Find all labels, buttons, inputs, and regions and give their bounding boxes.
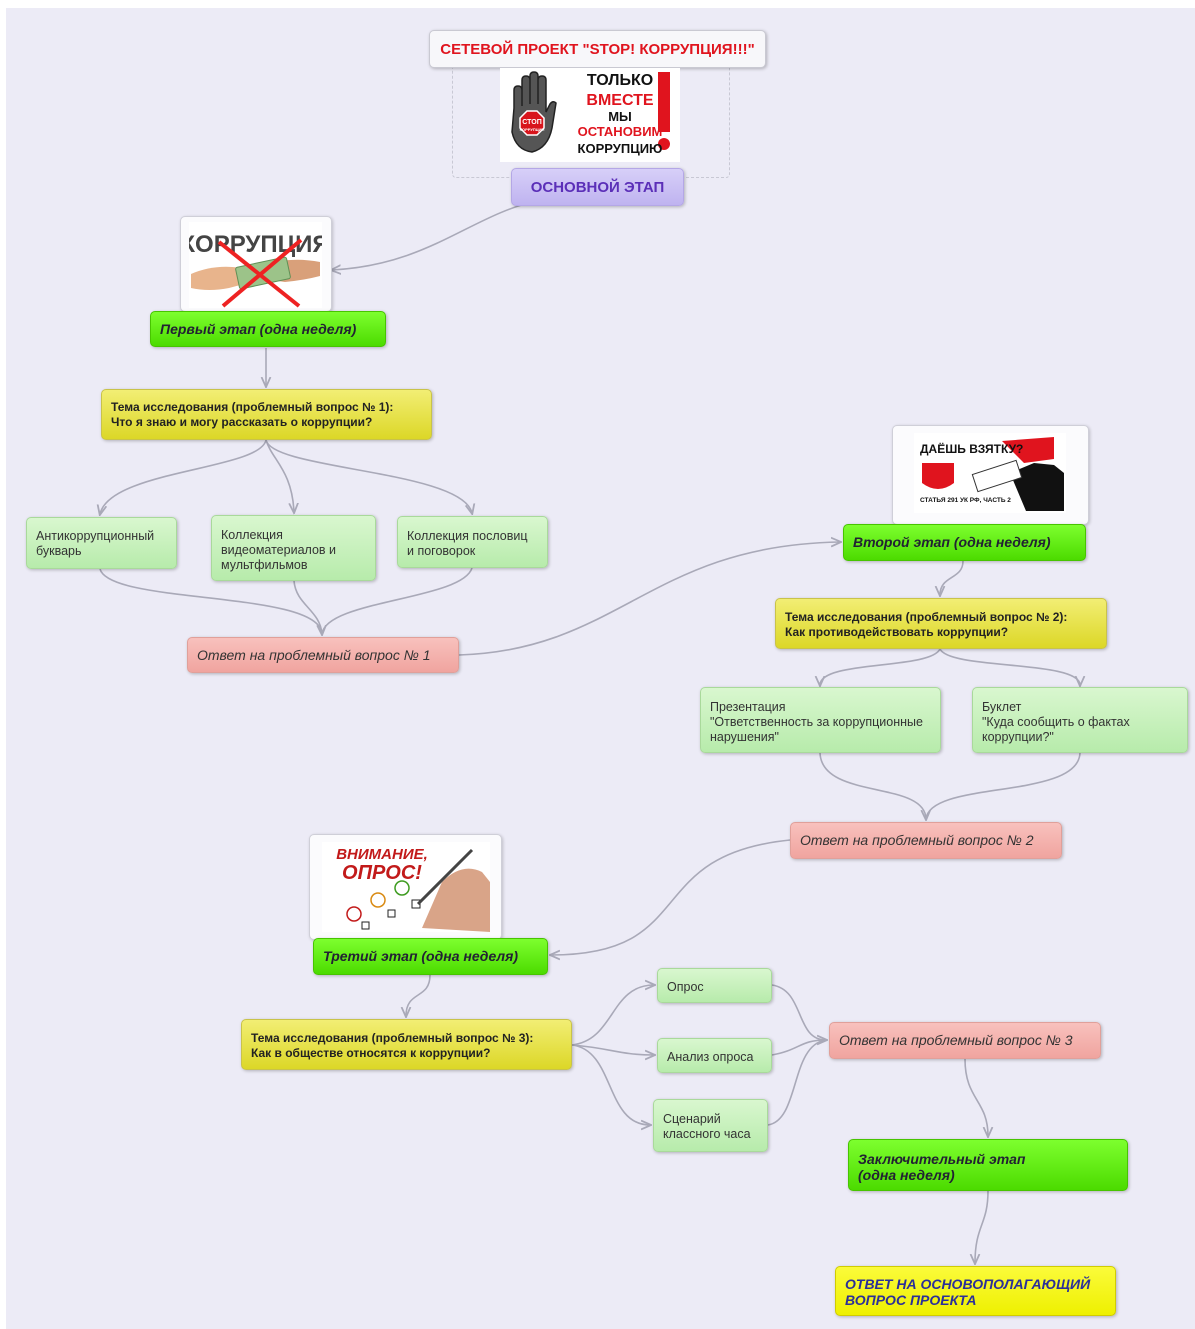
survey-line1: ВНИМАНИЕ, [336, 846, 428, 863]
stage3-node[interactable]: Третий этап (одна неделя) [313, 938, 548, 975]
final-stage-node[interactable]: Заключительный этап (одна неделя) [848, 1139, 1128, 1191]
stage3-question[interactable]: Тема исследования (проблемный вопрос № 3… [241, 1019, 572, 1070]
hand-stop-icon [511, 71, 557, 153]
stage3-item-class-hour[interactable]: Сценарий классного часа [653, 1099, 768, 1152]
stage1-item-proverbs[interactable]: Коллекция пословиц и поговорок [397, 516, 548, 568]
stage2-item-booklet[interactable]: Буклет "Куда сообщить о фактах коррупции… [972, 687, 1188, 753]
stage1-answer[interactable]: Ответ на проблемный вопрос № 1 [187, 637, 459, 673]
stage3-answer[interactable]: Ответ на проблемный вопрос № 3 [829, 1022, 1101, 1059]
slogan-lines: ТОЛЬКО ВМЕСТЕ МЫ ОСТАНОВИМ КОРРУПЦИЮ [578, 72, 663, 156]
stage1-question[interactable]: Тема исследования (проблемный вопрос № 1… [101, 389, 432, 440]
project-title[interactable]: СЕТЕВОЙ ПРОЕКТ "STOP! КОРРУПЦИЯ!!!" [429, 30, 766, 68]
stop-sign-text-1: СТОП [522, 119, 541, 126]
stop-corruption-image: СТОП КОРРУПЦИИ ТОЛЬКО ВМЕСТЕ МЫ ОСТАНОВИ… [500, 68, 680, 162]
stage2-node[interactable]: Второй этап (одна неделя) [843, 524, 1086, 561]
stop-sign-text-2: КОРРУПЦИИ [520, 127, 545, 132]
survey-line2: ОПРОС! [342, 862, 422, 884]
main-stage-node[interactable]: ОСНОВНОЙ ЭТАП [511, 168, 684, 206]
corruption-word: КОРРУПЦИЯ [189, 231, 322, 258]
bribe-image: ДАЁШЬ ВЗЯТКУ? СТАТЬЯ 291 УК РФ, ЧАСТЬ 2 [914, 433, 1066, 513]
bribe-caption: СТАТЬЯ 291 УК РФ, ЧАСТЬ 2 [920, 497, 1011, 504]
stage3-item-analysis[interactable]: Анализ опроса [657, 1038, 772, 1073]
stage3-item-survey[interactable]: Опрос [657, 968, 772, 1003]
survey-image: ВНИМАНИЕ, ОПРОС! [322, 842, 490, 932]
stage1-item-primer[interactable]: Антикоррупционный букварь [26, 517, 177, 569]
final-answer-node[interactable]: ОТВЕТ НА ОСНОВОПОЛАГАЮЩИЙ ВОПРОС ПРОЕКТА [835, 1266, 1116, 1316]
slogan-line: КОРРУПЦИЮ [578, 141, 663, 156]
bribe-headline: ДАЁШЬ ВЗЯТКУ? [920, 441, 1023, 456]
slogan-line: ВМЕСТЕ [586, 92, 653, 109]
stage1-node[interactable]: Первый этап (одна неделя) [150, 311, 386, 347]
stage2-answer[interactable]: Ответ на проблемный вопрос № 2 [790, 822, 1062, 859]
slogan-line: ТОЛЬКО [587, 72, 653, 89]
corruption-image: КОРРУПЦИЯ [189, 222, 322, 308]
slogan-line: ОСТАНОВИМ [578, 124, 663, 139]
slogan-line: МЫ [608, 109, 632, 124]
stage2-item-presentation[interactable]: Презентация "Ответственность за коррупци… [700, 687, 941, 753]
stage2-question[interactable]: Тема исследования (проблемный вопрос № 2… [775, 598, 1107, 649]
stage1-item-videos[interactable]: Коллекция видеоматериалов и мультфильмов [211, 515, 376, 581]
